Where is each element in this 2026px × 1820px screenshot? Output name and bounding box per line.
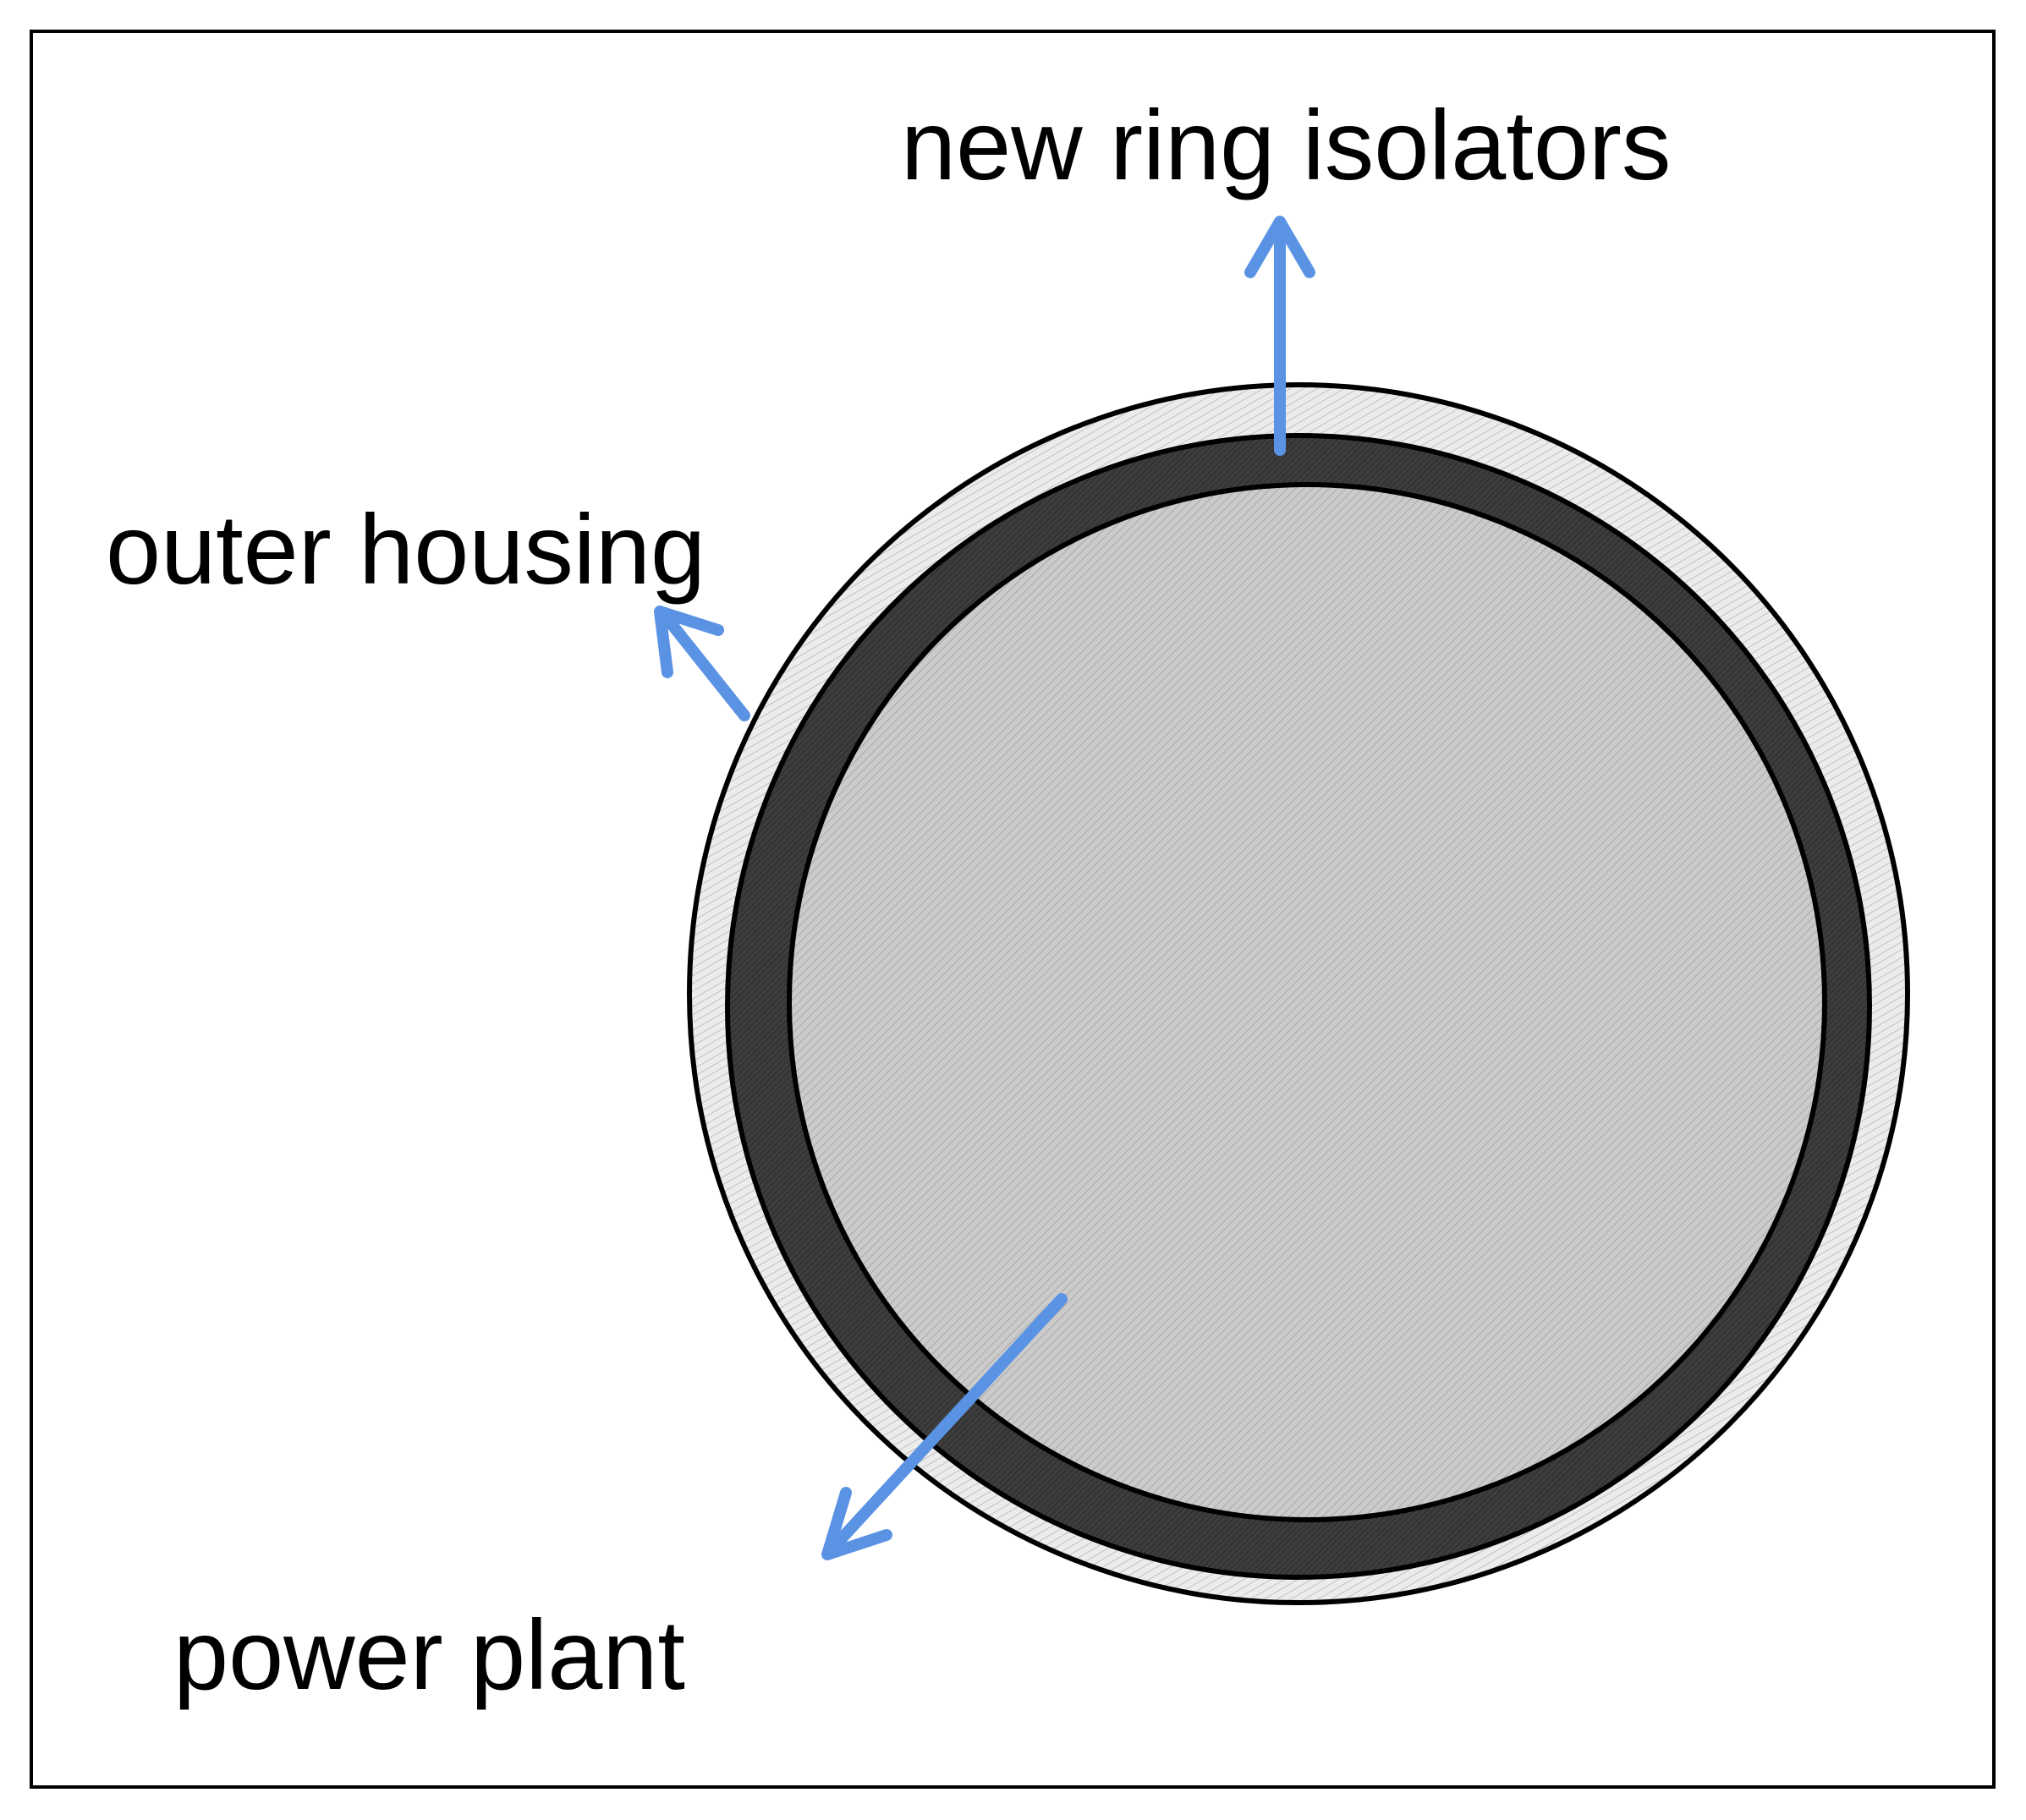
outer-housing-arrow bbox=[654, 606, 750, 721]
ring-isolators-arrow bbox=[1244, 216, 1315, 456]
power-plant-label: power plant bbox=[173, 1599, 685, 1710]
outer-housing-label: outer housing bbox=[106, 494, 706, 605]
power-plant-arrow bbox=[821, 1293, 1068, 1560]
ring-isolators-label: new ring isolators bbox=[901, 90, 1671, 200]
power-plant-shape bbox=[787, 482, 1827, 1522]
